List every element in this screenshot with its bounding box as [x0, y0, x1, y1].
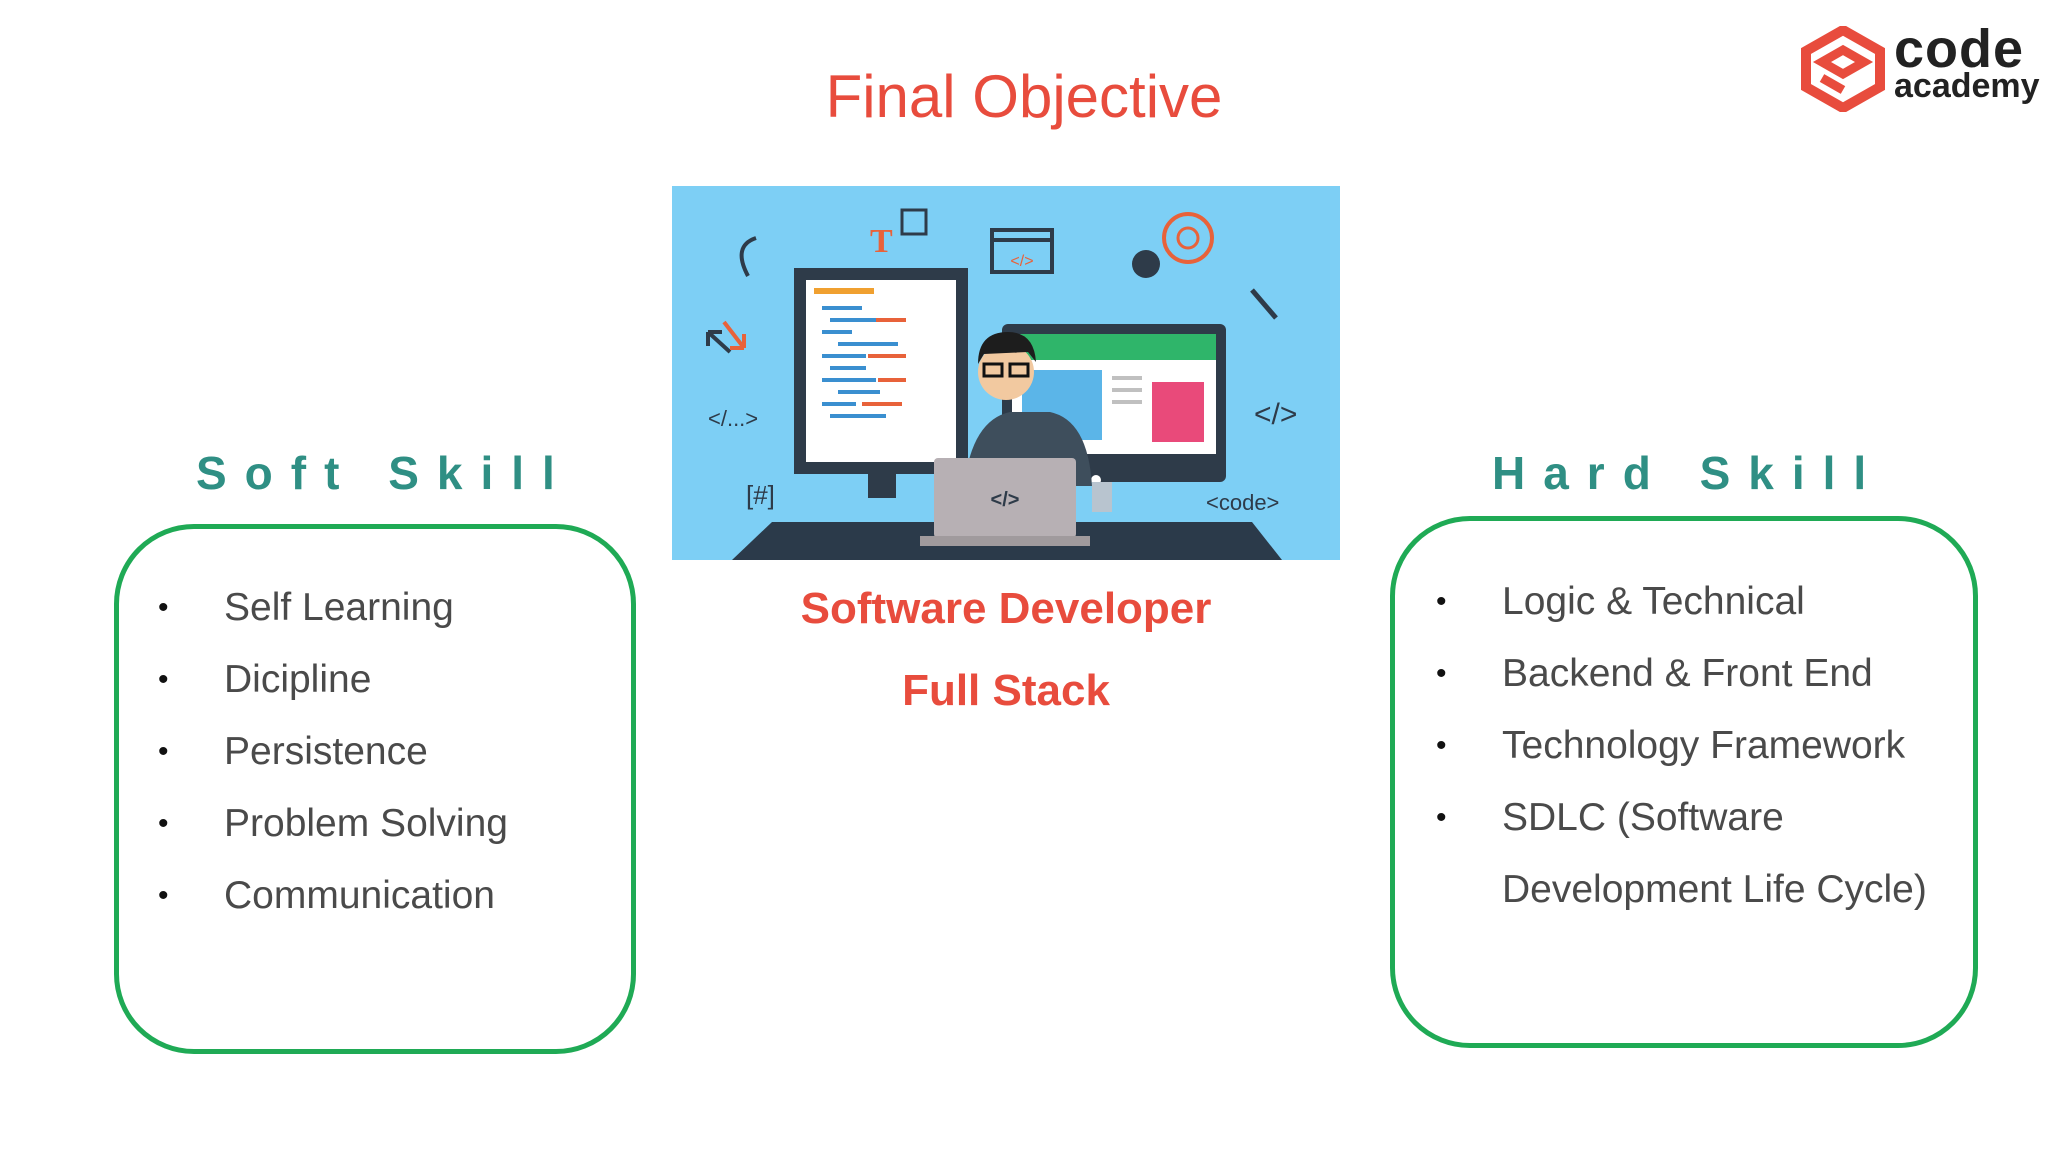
list-item-label: Dicipline — [224, 658, 372, 701]
list-item-label: Logic & Technical — [1502, 580, 1805, 623]
bullet-icon: • — [1436, 657, 1447, 690]
svg-text:T: T — [870, 223, 893, 260]
bullet-icon: • — [1436, 585, 1447, 618]
code-label: </...> — [708, 406, 758, 431]
bullet-icon: • — [158, 879, 169, 912]
soft-skill-list: • Self Learning • Dicipline • Persistence •… — [158, 572, 744, 932]
hard-skill-box — [1390, 516, 1978, 1048]
list-item-label: Technology Framework — [1502, 724, 1906, 767]
list-item: • SDLC (Software Development Life Cycle) — [1436, 782, 1972, 926]
list-item: • Self Learning — [158, 572, 744, 644]
list-item-label: Backend & Front End — [1502, 652, 1873, 695]
logo-word-academy: academy — [1894, 67, 2040, 105]
list-item-label: SDLC (Software Development Life Cycle) — [1502, 796, 1927, 911]
soft-skill-heading: Soft Skill — [196, 447, 573, 499]
role-title: Software Developer — [800, 584, 1212, 633]
list-item-label: Self Learning — [224, 586, 454, 629]
code-label: [#] — [746, 480, 775, 510]
slide-title: Final Objective — [825, 63, 1223, 130]
bullet-icon: • — [158, 807, 169, 840]
hard-skill-heading: Hard Skill — [1492, 447, 1885, 499]
soft-skill-box — [114, 524, 636, 1054]
logo-mark-icon — [1801, 26, 1885, 112]
list-item-label: Problem Solving — [224, 802, 508, 845]
developer-illustration: </> T </> </...> [#] </> <code> — [672, 186, 1340, 560]
code-academy-logo: code academy — [1800, 22, 2040, 112]
bullet-icon: • — [1436, 729, 1447, 762]
list-item: • Backend & Front End — [1436, 638, 1972, 710]
list-item-label: Persistence — [224, 730, 428, 773]
logo-word-code: code — [1894, 19, 2025, 79]
list-item: • Technology Framework — [1436, 710, 1972, 782]
code-label: </> — [1254, 398, 1297, 431]
list-item: • Logic & Technical — [1436, 566, 1972, 638]
list-item: • Problem Solving — [158, 788, 744, 860]
list-item: • Dicipline — [158, 644, 744, 716]
bullet-icon: • — [158, 735, 169, 768]
list-item: • Communication — [158, 860, 744, 932]
bullet-icon: • — [1436, 801, 1447, 834]
bullet-icon: • — [158, 663, 169, 696]
code-label: <code> — [1206, 490, 1279, 515]
list-item-label: Communication — [224, 874, 495, 917]
bullet-icon: • — [158, 591, 169, 624]
svg-text:</>: </> — [1010, 253, 1033, 270]
hard-skill-list: •Logic & Technical •Backend & Front End … — [1436, 566, 1972, 926]
list-item: • Persistence — [158, 716, 744, 788]
role-subtitle: Full Stack — [902, 666, 1110, 715]
svg-text:</>: </> — [991, 489, 1020, 511]
